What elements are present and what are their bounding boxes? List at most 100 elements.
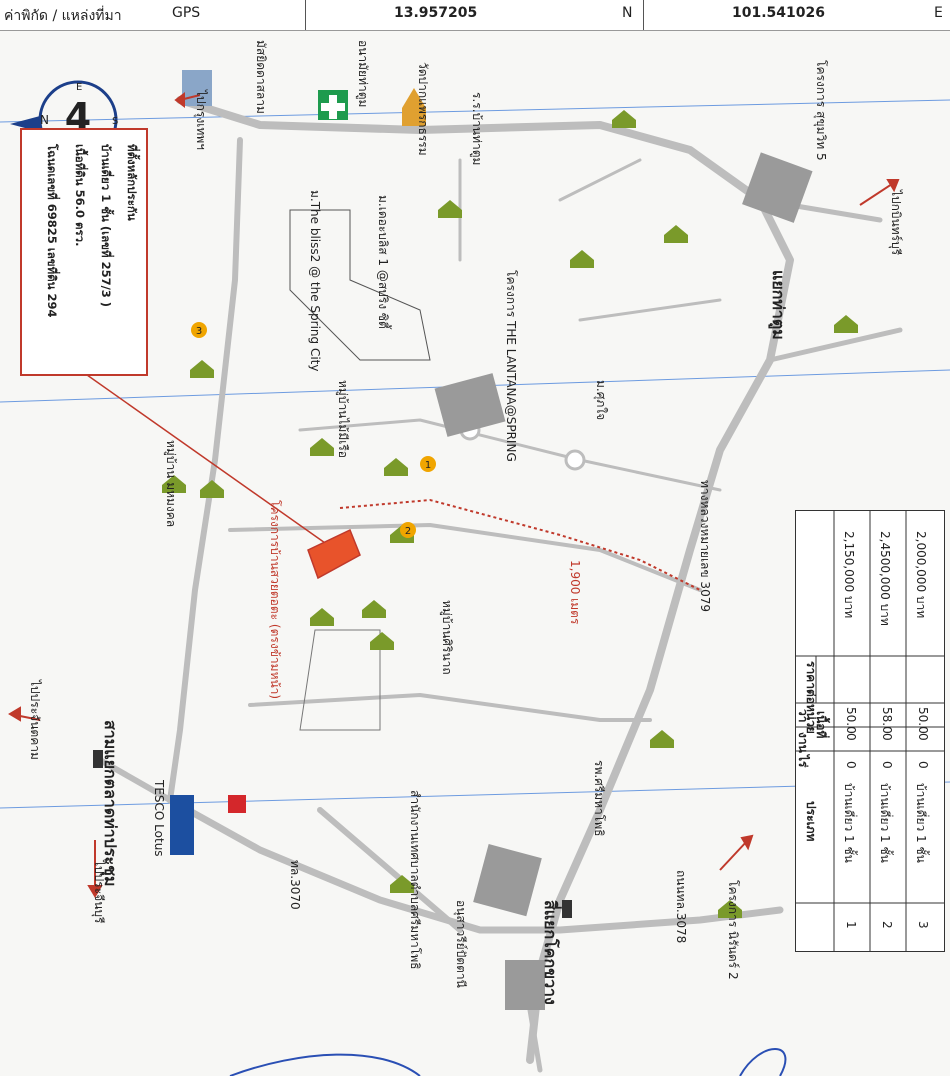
- row2-ngan: 0: [880, 733, 894, 741]
- label-suanmaimueang: หมู่บ้านไม้มีเรือ: [336, 380, 350, 458]
- compass-south: S: [112, 116, 118, 127]
- traffic-light-icon: [93, 750, 103, 768]
- grid-line: [0, 99, 950, 123]
- house-icon: [650, 730, 674, 748]
- west-road: [167, 137, 243, 803]
- label-sirinart: หมู่บ้านศิรินาถ: [440, 600, 454, 675]
- row1-price: 2,150,000 บาท: [842, 531, 856, 619]
- mosque-icon: [182, 70, 212, 106]
- soi-road: [248, 693, 652, 722]
- latitude-suffix: N: [622, 5, 633, 21]
- house-icon: [612, 110, 636, 128]
- map-canvas: 3 1 2 4 N E S W: [0, 70, 950, 1076]
- row2-rai: 0: [880, 761, 894, 769]
- label-temple: วัดปากแพรกธรรม: [416, 62, 430, 156]
- house-icon: [438, 200, 462, 218]
- longitude-value: 101.541026: [732, 5, 825, 21]
- label-mahamongkol: หมู่บ้าน มหมงคล: [164, 440, 178, 528]
- label-sukhumvit5: โครงการ สุขุมวิท 5: [814, 60, 828, 161]
- label-wat-chonprathan: ม.ศุภใจ: [594, 380, 608, 421]
- row3-price: 2,000,000 บาท: [914, 531, 928, 619]
- arrow-icon: [886, 179, 900, 193]
- row3-type: บ้านเดี่ยว 1 ชั้น: [914, 783, 928, 863]
- signature-stroke: [229, 1053, 421, 1076]
- housing-block: [742, 152, 813, 223]
- arrow-icon: [8, 706, 21, 722]
- label-to-prachinburi: ไปประจีนบุรี: [92, 860, 106, 924]
- header-ngan: งาน: [796, 732, 810, 753]
- soi-road: [228, 523, 702, 592]
- badge-3-text: 3: [196, 326, 202, 337]
- house-icon: [570, 250, 594, 268]
- compass-east: E: [76, 82, 82, 93]
- label-intersection-main: สี่แยกโคกขวาง: [541, 900, 560, 1005]
- housing-blocks: [434, 152, 813, 1010]
- row2-price: 2,4500,000 บาท: [878, 531, 892, 626]
- label-project-site: โครงการบ้านสวยตอตะ (ตรงข้ามหน้า): [268, 500, 282, 700]
- cross-icon: [321, 95, 345, 119]
- table-grid: [796, 511, 944, 951]
- coord-label: ค่าพิกัด / แหล่งที่มา: [4, 8, 122, 24]
- header-area: เนื้อที่: [814, 711, 828, 739]
- house-icon: [200, 480, 224, 498]
- row1-ngan: 0: [844, 733, 858, 741]
- badge-1: [420, 456, 436, 472]
- house-icon: [162, 475, 186, 493]
- numbered-badges: 3 1 2: [191, 322, 436, 538]
- label-district-office: สำนักงานเทศบาลตำบลศรีมหาโพธิ: [408, 790, 422, 970]
- house-icon: [370, 632, 394, 650]
- arrow-icon: [174, 92, 185, 108]
- house-icon: [190, 360, 214, 378]
- house-icon: [384, 458, 408, 476]
- house-icon: [390, 875, 414, 893]
- label-distance: 1,900 เมตร: [568, 560, 582, 625]
- road-northeast: [767, 327, 903, 363]
- label-monument: อนุสาวรีย์ปัตตานี: [454, 900, 468, 988]
- road-3070: [317, 807, 463, 933]
- subject-site-marker: [307, 528, 361, 580]
- spring-city-outline: [289, 209, 431, 361]
- store-icon: [228, 795, 246, 813]
- header-rai: ไร่: [796, 755, 810, 768]
- header-wa: วา: [796, 709, 810, 723]
- label-de-bliss: ม.เดอะบลิส 1 @สปริง ซิตี้: [376, 195, 390, 329]
- arrow-icon: [740, 834, 754, 851]
- house-icon: [718, 900, 742, 918]
- badge-1-text: 1: [425, 460, 431, 471]
- label-road-3079: ทางหลวงหมายเลข 3079: [698, 480, 712, 612]
- label-to-prachantakham: ไปประจันตคาม: [28, 680, 42, 760]
- row3-no: 3: [916, 921, 930, 929]
- longitude-suffix: E: [934, 5, 943, 21]
- row2-wa: 58.0: [880, 707, 894, 734]
- house-icon: [362, 600, 386, 618]
- badge-2-text: 2: [405, 526, 411, 537]
- distance-route: [339, 498, 701, 591]
- label-intersection-north: แยกท่าตูม: [769, 270, 788, 340]
- infobox-deed: โฉนดเลขที่ 69825 เลขที่ดิน 294: [45, 144, 59, 318]
- soi-block-outline: [299, 629, 381, 731]
- row3-ngan: 0: [916, 733, 930, 741]
- house-icon: [310, 438, 334, 456]
- label-to-kabin: ไปกบินทร์บุรี: [889, 190, 903, 256]
- header-type: ประเภท: [804, 801, 818, 842]
- house-icons: [162, 110, 858, 918]
- row3-rai: 0: [916, 761, 930, 769]
- latitude-value: 13.957205: [394, 5, 478, 21]
- label-spring-city: ม.The bliss2 @ the Spring City: [308, 190, 322, 372]
- label-tesco: TESCO Lotus: [152, 780, 166, 857]
- badge-3: [191, 322, 207, 338]
- header-divider: [643, 0, 644, 30]
- label-road-3078: ถนนทล.3078: [674, 870, 688, 944]
- house-icon: [664, 225, 688, 243]
- house-icon: [310, 608, 334, 626]
- grid-line: [0, 781, 950, 809]
- roads: [97, 96, 903, 1073]
- label-lantana: โครงการ THE LANTANA@SPRING: [504, 270, 518, 462]
- housing-block: [434, 373, 506, 437]
- arrow-icon: [87, 885, 103, 898]
- label-hospital: รพ.ศรีมหาโพธิ: [592, 760, 606, 837]
- row1-no: 1: [844, 921, 858, 929]
- label-nirun2: โครงการ นิรันดร์ 2: [726, 880, 740, 980]
- price-table: ราคาต่อหน่วย วา งาน ไร่ เนื้อที่ ประเภท …: [795, 510, 945, 952]
- housing-block: [473, 844, 542, 917]
